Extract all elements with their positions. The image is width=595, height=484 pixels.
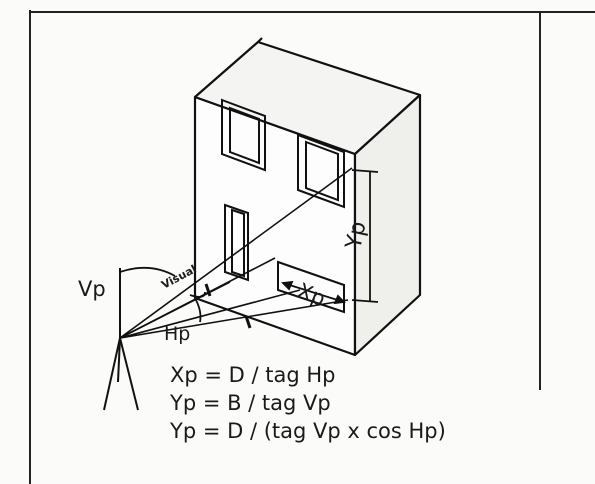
- observer-figure: [103, 268, 139, 411]
- sight-lines: [119, 167, 353, 339]
- vp-label: Vp: [78, 277, 106, 301]
- formula-yp-b: Yp = B / tag Vp: [169, 391, 331, 415]
- hp-label: Hp: [164, 323, 190, 345]
- visual-label: Visual: [159, 262, 198, 291]
- formula-yp-d: Yp = D / (tag Vp x cos Hp): [169, 419, 446, 443]
- yp-dimension: [351, 169, 379, 303]
- xp-dimension: [281, 280, 346, 305]
- windows: [221, 98, 345, 314]
- formula-xp: Xp = D / tag Hp: [170, 363, 336, 387]
- yp-label: Yp: [341, 219, 371, 252]
- angle-arcs: [119, 266, 252, 329]
- building: [193, 37, 422, 357]
- frame: [29, 10, 595, 484]
